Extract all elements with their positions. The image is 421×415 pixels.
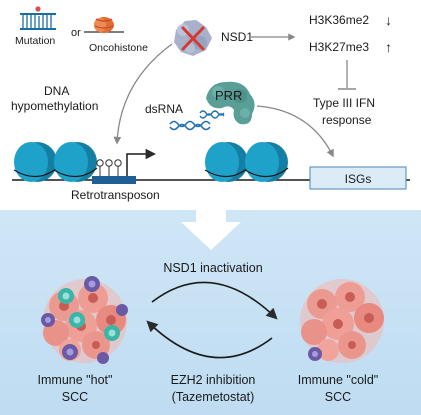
immune-cells-cold <box>308 347 322 361</box>
hot-line1: Immune "hot" <box>38 373 113 387</box>
transition-down-arrow <box>181 210 241 250</box>
h3k36-label: H3K36me2 <box>309 13 369 27</box>
retrotransposon-label: Retrotransposon <box>71 188 160 202</box>
immune-cells-hot <box>41 276 128 364</box>
h3k27-label: H3K27me3 <box>309 40 369 54</box>
ifn-line2: response <box>322 113 372 127</box>
hot-tumor-illustration <box>43 279 127 363</box>
nsd1-inactivation-label: NSD1 inactivation <box>163 261 262 275</box>
mutation-dna-icon <box>20 6 56 30</box>
isgs-box <box>309 166 407 190</box>
prr-receptor-icon <box>206 81 255 125</box>
prr-to-isgs-arrow <box>256 105 334 158</box>
hypomethylation-arrow <box>113 43 173 145</box>
h3k36-down-arrow: ↓ <box>385 12 392 28</box>
h3k27-up-arrow: ↑ <box>385 39 392 55</box>
prr-label: PRR <box>215 88 242 103</box>
oncohistone-label: Oncohistone <box>89 42 148 54</box>
cold-tumor-illustration <box>300 279 384 363</box>
ifn-line1: Type III IFN <box>313 96 375 110</box>
hot-line2: SCC <box>62 390 88 404</box>
transcription-start-arrow <box>126 148 157 176</box>
nucleosome-left-2 <box>53 142 98 182</box>
cycle-arrow-bottom <box>146 320 273 359</box>
nucleosome-right-2 <box>244 142 289 182</box>
nucleosome-right-1 <box>204 142 249 182</box>
retrotransposon-element <box>92 176 136 184</box>
dsrna-label: dsRNA <box>145 102 183 116</box>
cycle-arrow-top <box>151 281 278 320</box>
nsd1-label: NSD1 <box>221 30 253 44</box>
dna-hypo-line2: hypomethylation <box>11 99 98 113</box>
nucleosome-left-1 <box>13 142 58 182</box>
dsrna-icon <box>169 120 211 131</box>
cold-line1: Immune "cold" <box>298 373 378 387</box>
inactivation-x-icon <box>181 26 205 51</box>
dna-hypo-line1: DNA <box>44 84 69 98</box>
ezh2-line2: (Tazemetostat) <box>172 390 255 404</box>
or-label: or <box>71 27 81 39</box>
ezh2-line1: EZH2 inhibition <box>171 373 256 387</box>
isgs-label: ISGs <box>345 172 372 186</box>
mutation-label: Mutation <box>15 35 55 47</box>
dsrna-bound-icon <box>199 110 225 119</box>
cold-line2: SCC <box>325 390 351 404</box>
oncohistone-icon <box>84 17 124 33</box>
